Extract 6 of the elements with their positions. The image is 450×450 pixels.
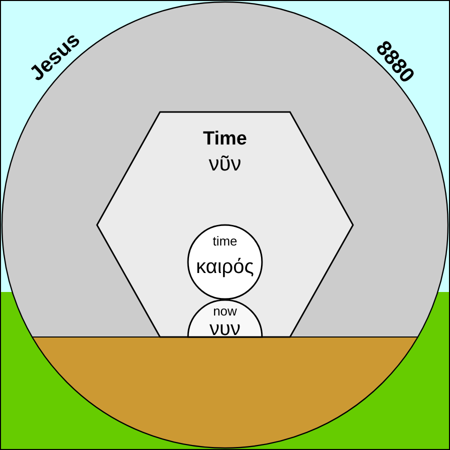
greek-word: νῦν	[208, 154, 242, 174]
greek-word: νυν	[210, 319, 240, 339]
greek-word: καιρός	[196, 257, 254, 277]
caption-text: time	[212, 234, 238, 248]
heading-text: Time	[203, 130, 247, 148]
caption-text: now	[213, 304, 237, 318]
